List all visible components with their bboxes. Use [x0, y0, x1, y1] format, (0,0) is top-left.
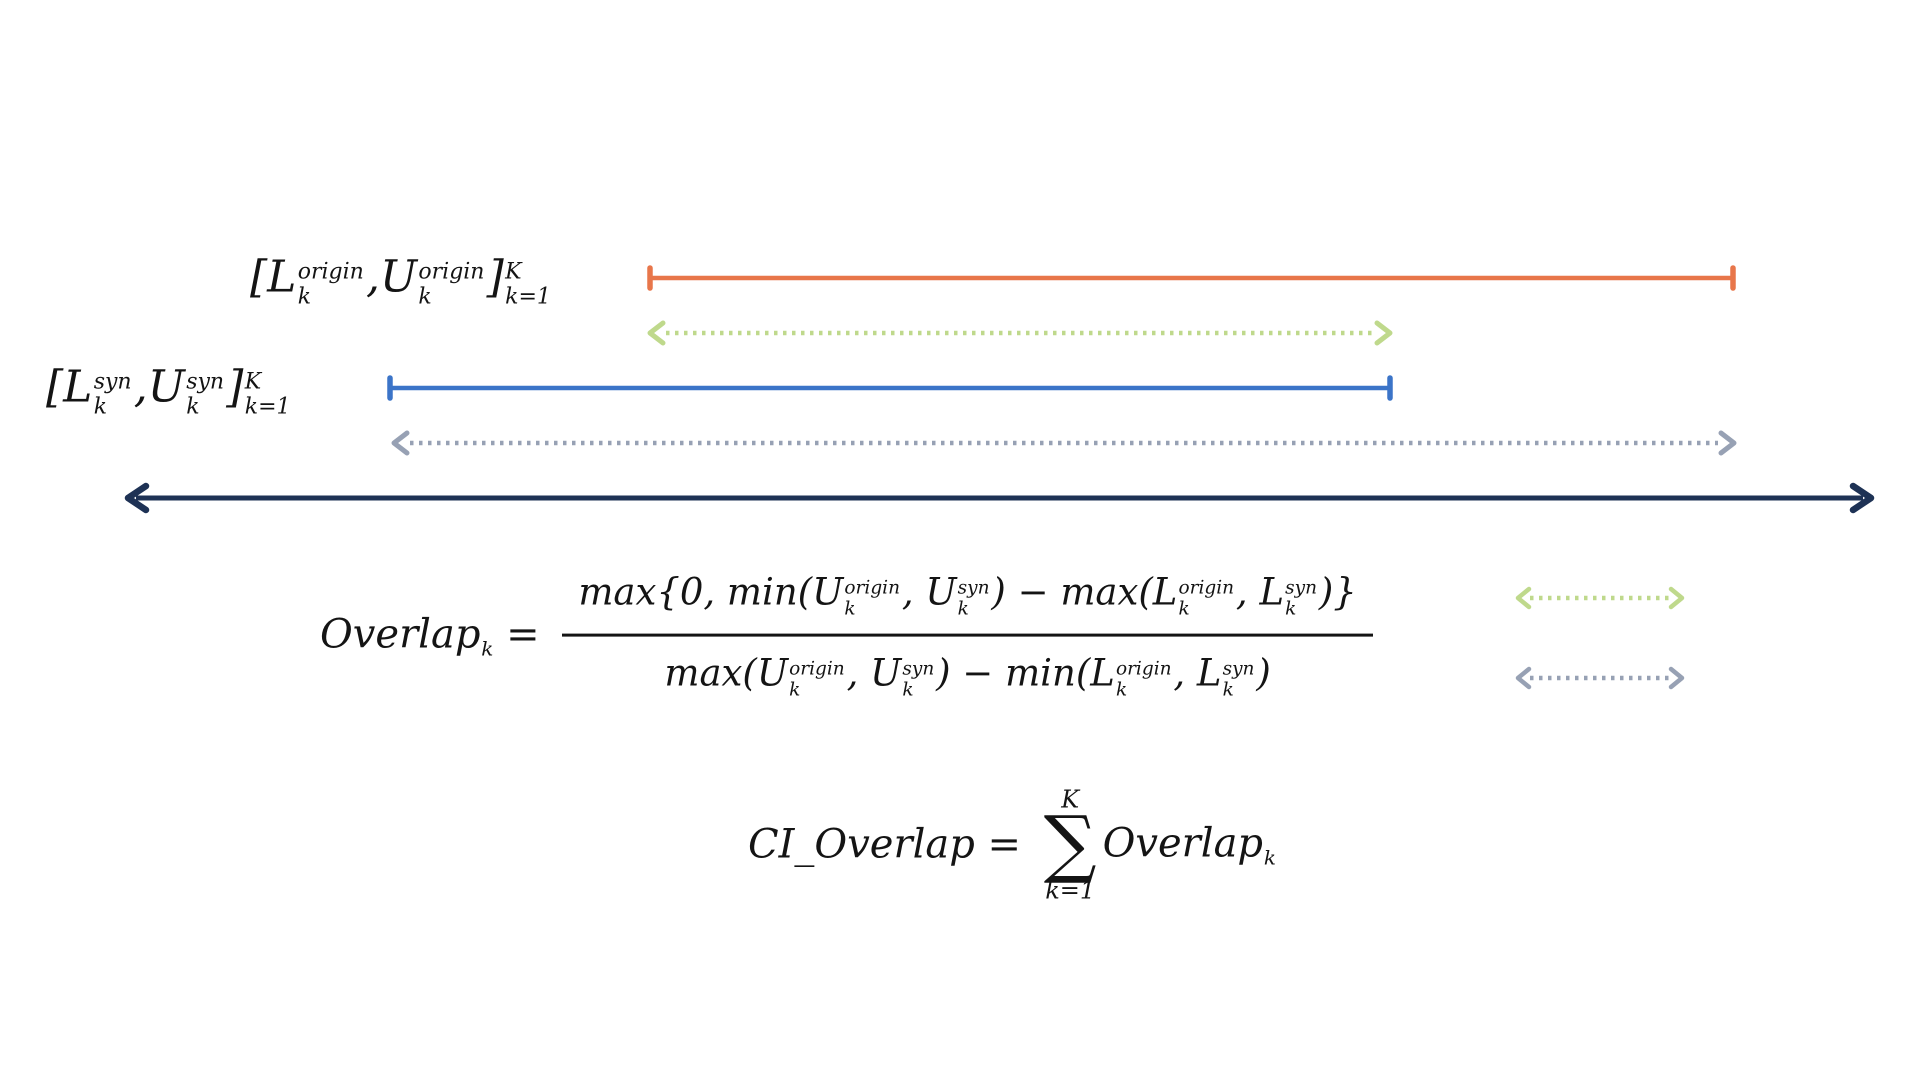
numerator-legend-arrow-icon	[1515, 586, 1685, 610]
summation-lower-limit: k=1	[1045, 876, 1096, 905]
ci-overlap-formula-rhs: Overlapk	[1102, 820, 1276, 870]
origin-ci-line	[647, 265, 1736, 291]
summation-upper-limit: K	[1061, 785, 1080, 814]
number-line-axis-icon	[124, 482, 1875, 514]
numerator-legend-left-head	[1515, 586, 1532, 610]
union-arrow-left-head	[391, 430, 410, 456]
numerator-legend-right-head	[1668, 586, 1685, 610]
denominator-legend-left-head	[1515, 666, 1532, 690]
union-arrow-right-head	[1718, 430, 1737, 456]
denominator-legend-arrow-icon	[1515, 666, 1685, 690]
overlap-formula-lhs: Overlapk =	[320, 611, 553, 661]
ci-overlap-formula-lhs: CI_Overlap =	[748, 821, 1034, 868]
overlap-arrow-left-head	[647, 320, 666, 346]
summation-symbol: ∑	[1043, 800, 1097, 887]
axis-left-head	[124, 482, 150, 514]
axis-right-head	[1849, 482, 1875, 514]
summation-icon: K ∑ k=1	[1044, 788, 1097, 903]
overlap-double-arrow-icon	[647, 320, 1393, 346]
overlap-arrow-right-head	[1374, 320, 1393, 346]
union-double-arrow-icon	[391, 430, 1737, 456]
syn-ci-line	[387, 375, 1393, 401]
denominator-legend-right-head	[1668, 666, 1685, 690]
ci-overlap-formula: CI_Overlap = K ∑ k=1 Overlapk	[748, 788, 1276, 903]
